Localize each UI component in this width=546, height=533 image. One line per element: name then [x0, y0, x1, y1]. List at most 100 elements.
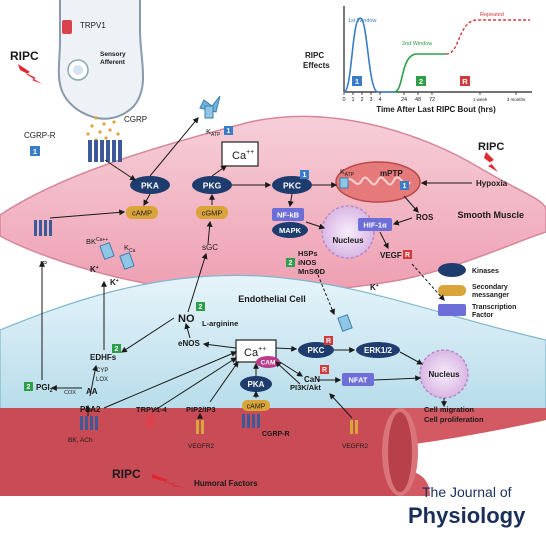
chart-tick-label: 24	[401, 97, 407, 103]
endo-trpv14-label: TRPV1-4	[136, 405, 168, 414]
legend-messenger-line1: Secondary	[472, 284, 508, 291]
sm-pkc-oval	[272, 176, 312, 194]
bk-channel-icon	[99, 242, 115, 260]
vegfr2-left-icon	[196, 420, 204, 434]
chart-xlabel: Time After Last RIPC Bout (hrs)	[376, 105, 496, 114]
sensory-trpv1-label: TRPV1	[80, 21, 106, 30]
sm-camp-pill	[126, 206, 158, 219]
chart-series-first-window	[343, 17, 394, 93]
bottom-lightning-icon	[152, 474, 186, 488]
chart-tick-label: 72	[429, 97, 435, 103]
sm-sgc-label: sGC	[202, 243, 218, 252]
cgrp-particles	[86, 116, 120, 142]
chart-tick-label: 1	[351, 97, 354, 103]
endo-migration-label: Cell migration	[424, 405, 474, 414]
katp-top-badge	[224, 126, 233, 135]
sensory-afferent: TRPV1 Sensory Afferent RIPC CGRP CGRP-R …	[10, 0, 147, 156]
sm-pkg-label: PKG	[203, 181, 222, 191]
endo-pgi-badge-label: 2	[27, 384, 31, 391]
endo-erk-label: ERK1/2	[364, 346, 393, 355]
endo-nfat-box	[342, 373, 374, 386]
endo-pkc-badge	[324, 336, 333, 345]
endo-erk-oval	[356, 342, 400, 358]
vegf-badge	[403, 250, 412, 259]
sm-nucleus	[321, 205, 375, 259]
legend-tf-swatch	[438, 304, 466, 316]
endo-cam-label: CAM	[261, 360, 276, 367]
endo-pkc-badge-label: R	[326, 338, 331, 345]
endo-cgrp-r-label: CGRP-R	[262, 431, 290, 438]
journal-line1: The Journal of	[422, 484, 512, 500]
endo-no-badge	[196, 302, 205, 311]
endo-cgrp-receptor-icon	[242, 414, 260, 428]
vegfr2-right-icon	[350, 420, 358, 434]
pathway-arrows	[39, 117, 472, 419]
legend-messenger-line2: messanger	[472, 292, 509, 299]
chart-badge-2-label: 2	[419, 77, 423, 86]
sm-nucleus-label: Nucleus	[332, 236, 364, 245]
ripc-effects-chart: RIPC Effects 1st Window 2nd Window Repea…	[303, 6, 532, 114]
sm-pkc-badge-label: 1	[303, 172, 307, 179]
kca-label: KCa	[124, 243, 136, 254]
k-channel-right-icon	[337, 314, 353, 332]
chart-tick-label: 3	[369, 97, 372, 103]
endo-enos-label: eNOS	[178, 339, 200, 348]
endo-edhfs-badge	[112, 344, 121, 353]
chart-badge-r-label: R	[462, 77, 468, 86]
hif-label: HIF-1α	[363, 221, 387, 230]
endo-camp-pill	[242, 400, 270, 411]
kca-channel-icon	[119, 252, 135, 270]
hsps-label: HSPs	[298, 249, 318, 258]
legend-tf-line2: Factor	[472, 312, 494, 319]
endo-no-label: NO	[178, 313, 195, 325]
katp-mito-label: KATP	[340, 169, 355, 178]
endo-proliferation-label: Cell proliferation	[424, 415, 484, 424]
katp-top-badge-label: 1	[227, 128, 231, 135]
sm-pka-oval	[130, 176, 170, 194]
sm-pkg-oval	[192, 176, 232, 194]
endo-cyp-label: CYP	[96, 368, 108, 374]
chart-tick-label: 48	[415, 97, 421, 103]
chart-window-1-label: 1st Window	[348, 18, 376, 24]
chart-series-second-window	[393, 53, 446, 93]
hypoxia-label: Hypoxia	[476, 179, 508, 188]
chart-effects-line1: RIPC	[305, 51, 324, 60]
endo-bk-ach-label: BK, ACh	[68, 437, 93, 444]
k-plus-right-channel: K+	[370, 283, 379, 292]
chart-badge-1-label: 1	[355, 77, 359, 86]
endo-vegfr2-b-label: VEGFR2	[342, 443, 368, 450]
lightning-icon	[18, 64, 42, 84]
sm-pkc-label: PKC	[283, 181, 301, 191]
bk-ach-receptor-icon	[80, 416, 98, 430]
vegf-label: VEGF	[380, 251, 402, 260]
endo-pi3k-label: PI3K/Akt	[290, 383, 321, 392]
endo-nfat-label: NFAT	[348, 376, 367, 385]
endo-larginine-label: L-arginine	[202, 319, 238, 328]
cgrp-receptor-icon	[88, 140, 122, 162]
chart-badge-1	[352, 76, 362, 86]
sm-camp-label: cAMP	[132, 209, 152, 218]
vegf-badge-label: R	[405, 252, 410, 259]
sensory-afferent-line1: Sensory	[100, 51, 126, 58]
sm-cgmp-label: cGMP	[202, 209, 223, 218]
inos-label: iNOS	[298, 258, 316, 267]
nfkb-box	[272, 208, 304, 221]
journal-line2: Physiology	[408, 503, 526, 528]
katp-channel-top-icon	[199, 95, 221, 119]
mnsod-label: MnSOD	[298, 267, 326, 276]
mptp-badge	[400, 181, 409, 190]
endo-edhfs-label: EDHFs	[90, 353, 117, 362]
endo-lox-label: LOX	[96, 377, 108, 383]
legend-messenger-swatch	[438, 285, 466, 296]
legend-kinase-label: Kinases	[472, 268, 499, 275]
sm-ca-label: Ca++	[232, 149, 254, 162]
endo-no-badge-label: 2	[199, 304, 203, 311]
sensory-afferent-line2: Afferent	[100, 59, 126, 66]
endo-pka-label: PKA	[248, 380, 265, 389]
endo-vegfr2-a-label: VEGFR2	[188, 443, 214, 450]
chart-tick-label: 3 months	[507, 97, 526, 102]
endo-camp-label: cAMP	[247, 404, 266, 411]
sensory-cgrp-label: CGRP	[124, 115, 147, 124]
vesicle-core-icon	[73, 65, 83, 75]
hsps-badge-label: 2	[289, 260, 293, 267]
